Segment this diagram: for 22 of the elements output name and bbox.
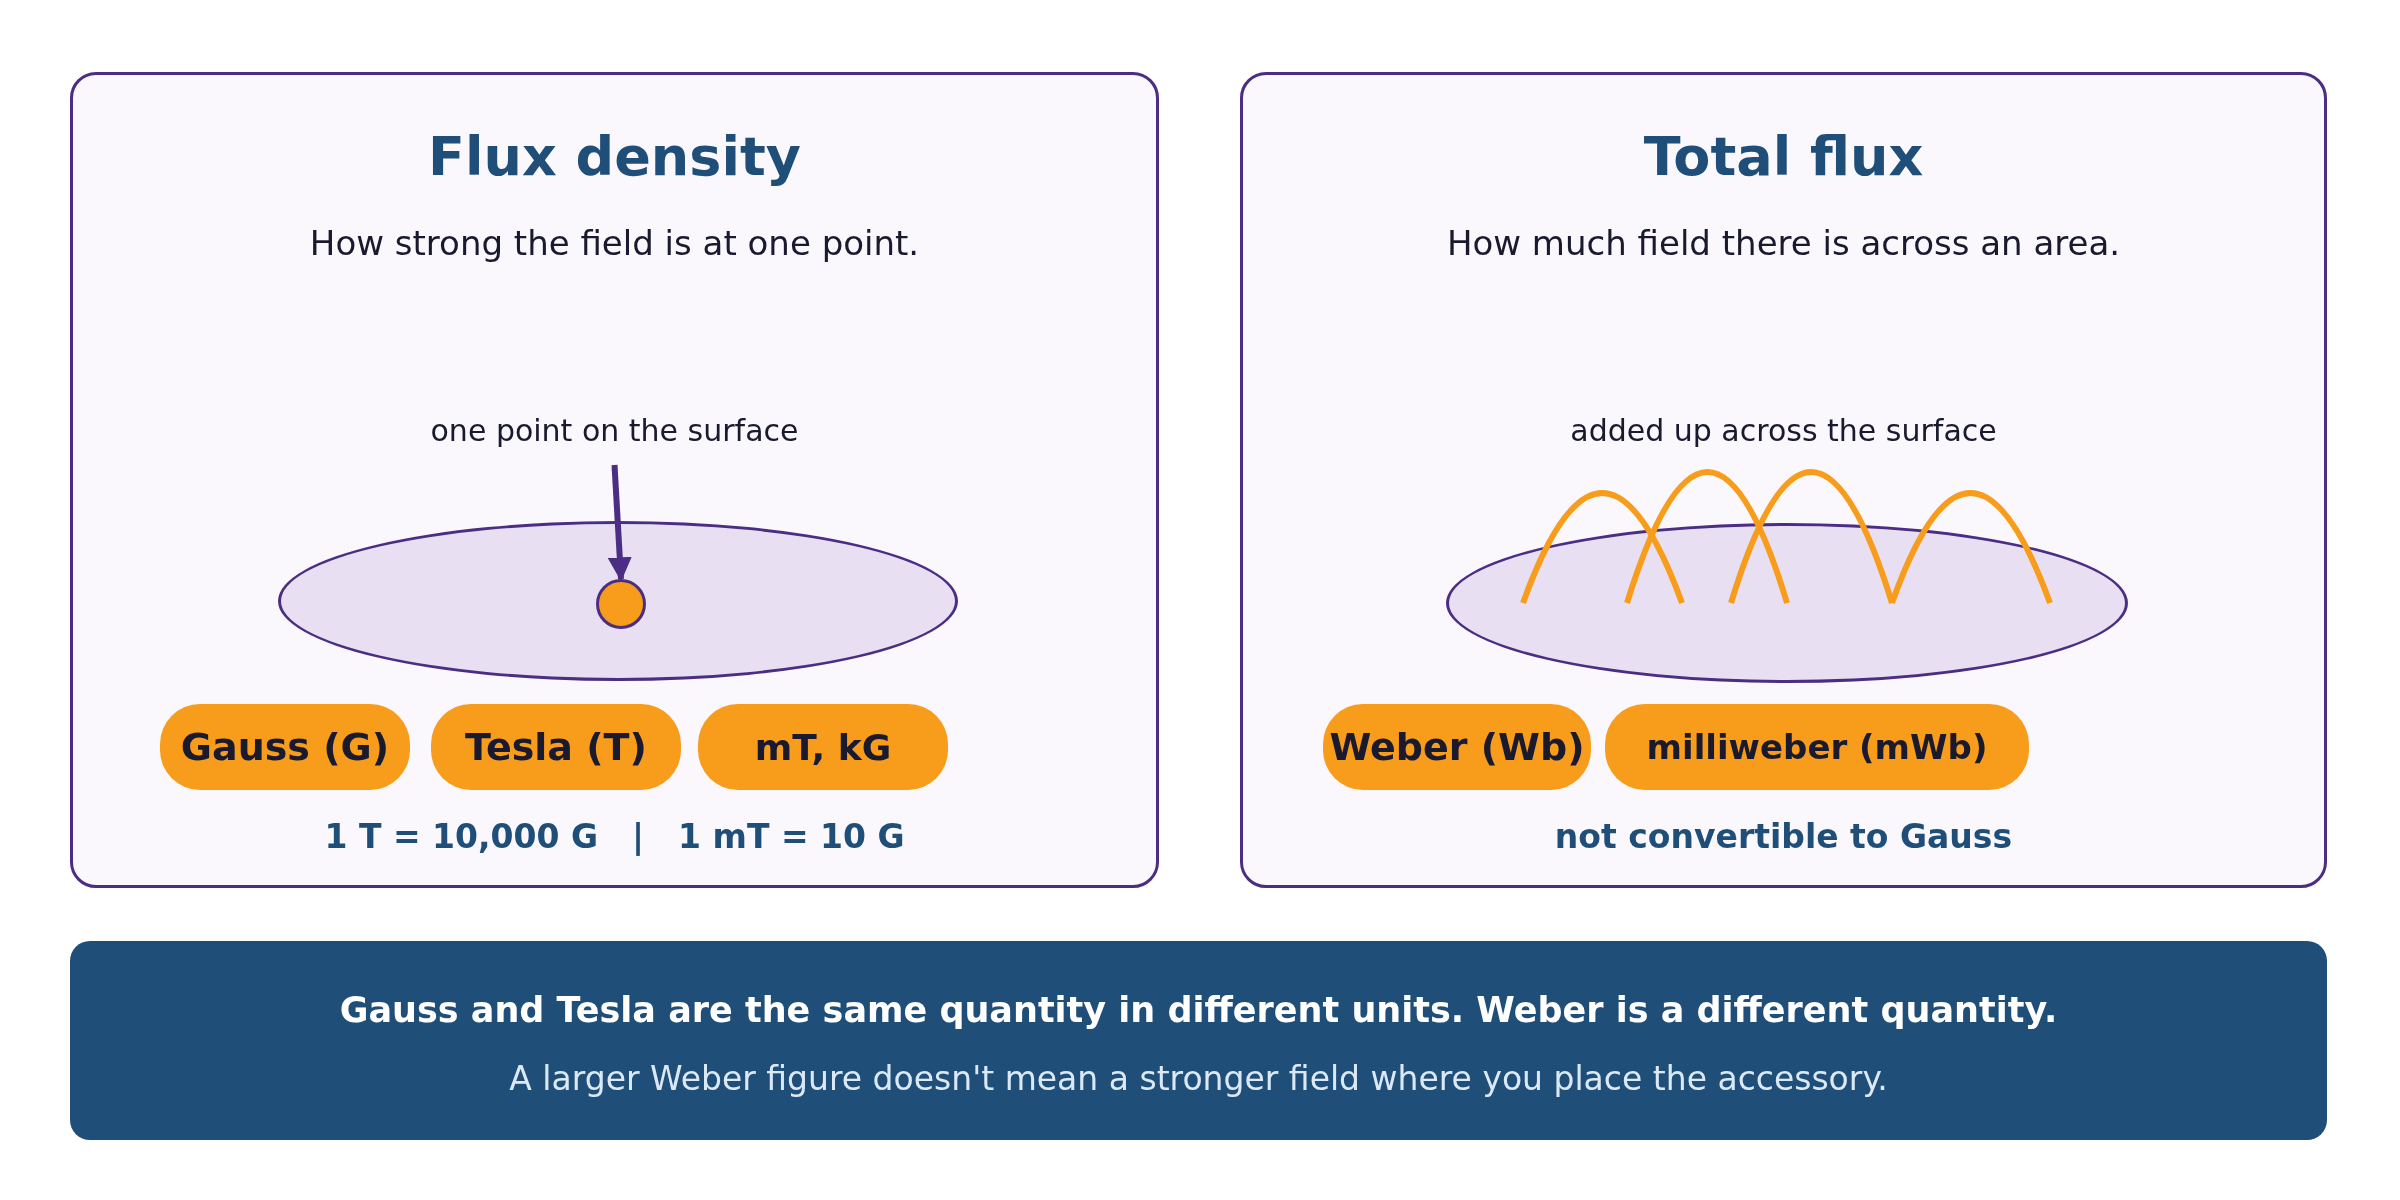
unit-pill: milliweber (mWb) (1605, 704, 2029, 790)
panel-title: Total flux (1642, 127, 1925, 187)
summary-note: A larger Weber figure doesn't mean a stronger field where you place the accessory. (508, 1059, 1889, 1099)
conversion-note: | (632, 817, 645, 857)
unit-pill: mT, kG (698, 704, 948, 790)
arrow (607, 464, 632, 582)
summary-heading: Gauss and Tesla are the same quantity in different units. Weber is a different quantity. (338, 989, 2059, 1031)
conversion-note: not convertible to Gauss (1554, 817, 2013, 857)
conversion-note: 1 T = 10,000 G (324, 817, 598, 857)
summary-banner (70, 941, 2327, 1140)
caption: added up across the surface (1570, 413, 1997, 449)
panel-title: Flux density (427, 127, 802, 187)
panel-subtitle: How strong the field is at one point. (308, 223, 921, 264)
unit-pill: Weber (Wb) (1323, 704, 1591, 790)
unit-pill: Tesla (T) (431, 704, 681, 790)
unit-pill: Gauss (G) (160, 704, 410, 790)
point-dot (596, 579, 646, 629)
panel-card (1240, 72, 2327, 888)
panel-card (70, 72, 1159, 888)
conversion-note: 1 mT = 10 G (678, 817, 905, 857)
caption: one point on the surface (430, 413, 799, 449)
panel-subtitle: How much field there is across an area. (1445, 223, 2122, 264)
